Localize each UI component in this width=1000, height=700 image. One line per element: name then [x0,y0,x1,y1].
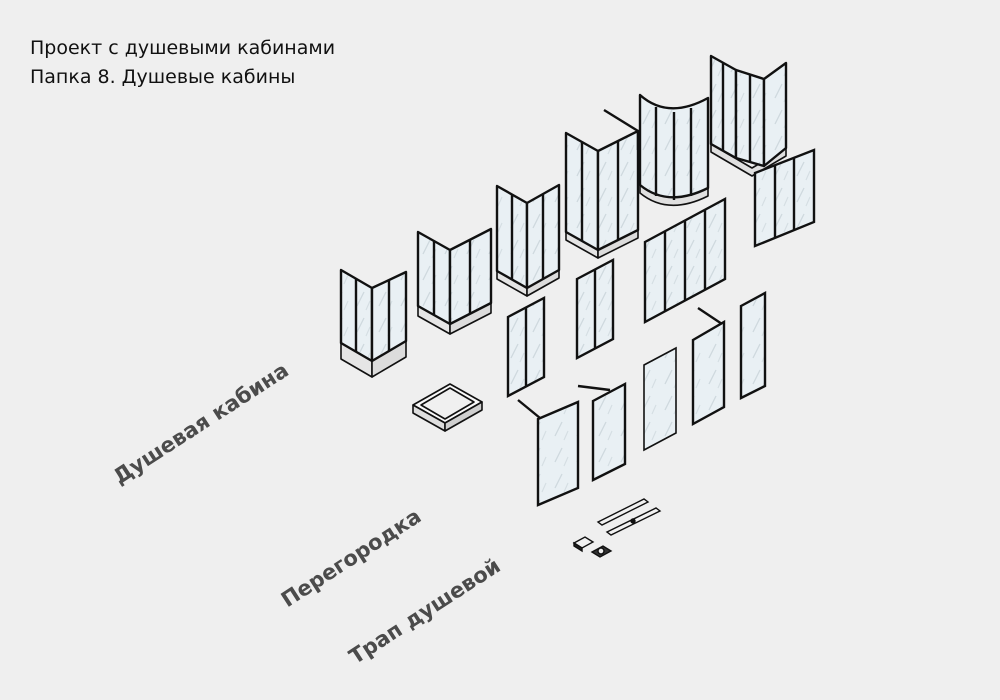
page-header: Проект с душевыми кабинами Папка 8. Душе… [30,34,335,92]
door-panel-quad[interactable] [643,196,727,325]
partition-panel-3[interactable] [643,346,677,452]
linear-drain-2[interactable] [605,507,662,536]
shower-cabin-3[interactable] [495,183,561,297]
shower-cabin-4[interactable] [564,108,640,259]
partition-panel-2[interactable] [577,382,627,482]
door-panel-double-1[interactable] [506,296,546,398]
shower-cabin-2[interactable] [416,227,493,335]
folder-title: Папка 8. Душевые кабины [30,66,296,88]
project-title: Проект с душевыми кабинами [30,37,336,59]
linear-drain-1[interactable] [596,498,650,526]
shower-cabin-6[interactable] [709,54,788,177]
shower-cabin-1[interactable] [339,268,408,378]
shower-cabin-5[interactable] [638,93,710,207]
shower-tray[interactable] [412,383,483,432]
point-drain-1[interactable] [572,536,595,553]
door-panel-double-2[interactable] [575,258,615,360]
door-panel-triple[interactable] [753,148,816,248]
partition-panel-1[interactable] [517,399,580,507]
point-drain-2[interactable] [590,545,613,558]
partition-panel-4[interactable] [691,307,726,427]
partition-panel-5[interactable] [739,290,767,400]
